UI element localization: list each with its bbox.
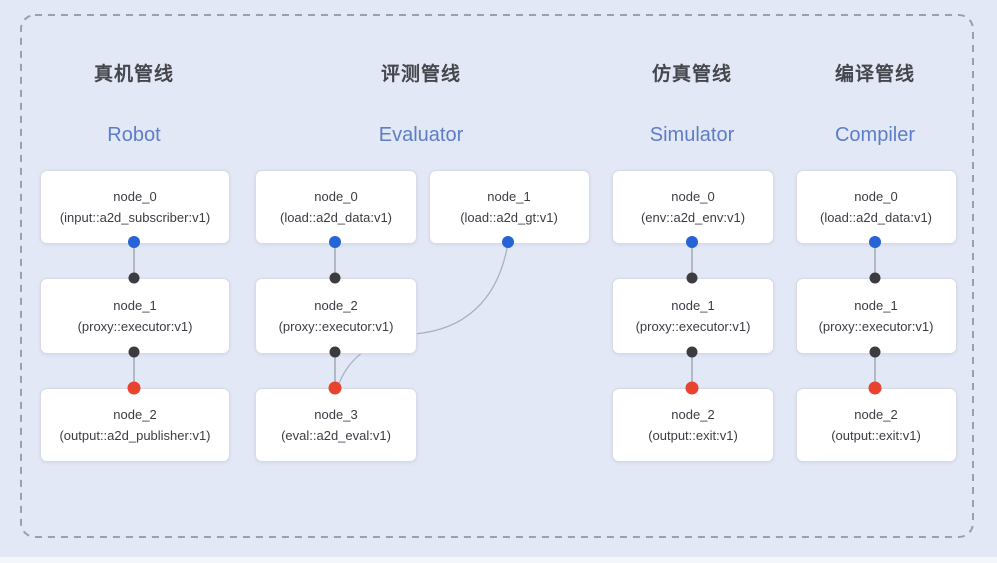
robot-node-1-box: node_1 (proxy::executor:v1): [40, 278, 230, 354]
source-output-dot: [128, 236, 140, 248]
evaluator-title-en: Evaluator: [378, 124, 464, 146]
compiler-node-0-box: node_0 (load::a2d_data:v1): [795, 170, 957, 244]
evaluator-header: 评测管线 Evaluator: [379, 62, 464, 148]
node-type-label: (proxy::executor:v1): [278, 319, 394, 334]
robot-title-zh: 真机管线: [93, 64, 175, 85]
compiler-title-en: Compiler: [834, 124, 916, 146]
robot-node-2-box: node_2 (output::a2d_publisher:v1): [40, 388, 230, 462]
diagram-dashed-border: [20, 14, 974, 538]
executor-port-dot: [329, 272, 341, 284]
executor-port-dot: [329, 346, 341, 358]
compiler-title-zh: 编译管线: [834, 64, 915, 85]
compiler-header: 编译管线 Compiler: [835, 62, 915, 148]
node-id-label: node_2: [854, 407, 898, 422]
executor-port-dot: [869, 272, 881, 284]
node-id-label: node_0: [671, 189, 715, 204]
final-input-dot: [868, 381, 882, 395]
node-id-label: node_0: [314, 189, 358, 204]
source-output-dot: [869, 236, 881, 248]
executor-port-dot: [128, 346, 140, 358]
node-type-label: (env::a2d_env:v1): [640, 210, 746, 225]
executor-port-dot: [686, 272, 698, 284]
source-output-dot: [502, 236, 514, 248]
node-type-label: (load::a2d_data:v1): [279, 210, 393, 225]
robot-node-0-box: node_0 (input::a2d_subscriber:v1): [40, 170, 230, 244]
node-type-label: (load::a2d_gt:v1): [460, 210, 558, 225]
final-input-dot: [685, 381, 699, 395]
simulator-header: 仿真管线 Simulator: [650, 62, 734, 148]
simulator-title-en: Simulator: [649, 124, 735, 146]
final-input-dot: [127, 381, 141, 395]
bottom-edge-strip: [0, 557, 997, 563]
evaluator-node-2-box: node_2 (proxy::executor:v1): [255, 278, 417, 354]
node-type-label: (proxy::executor:v1): [818, 319, 934, 334]
final-input-dot: [328, 381, 342, 395]
robot-header: 真机管线 Robot: [94, 62, 174, 148]
evaluator-node-0-box: node_0 (load::a2d_data:v1): [255, 170, 417, 244]
node-type-label: (load::a2d_data:v1): [819, 210, 933, 225]
node-id-label: node_1: [487, 189, 531, 204]
node-id-label: node_1: [671, 298, 715, 313]
executor-port-dot: [869, 346, 881, 358]
node-id-label: node_2: [113, 407, 157, 422]
node-type-label: (input::a2d_subscriber:v1): [59, 210, 211, 225]
executor-port-dot: [686, 346, 698, 358]
robot-title-en: Robot: [107, 124, 161, 146]
node-type-label: (eval::a2d_eval:v1): [281, 428, 391, 443]
evaluator-title-zh: 评测管线: [380, 64, 461, 85]
simulator-node-1-box: node_1 (proxy::executor:v1): [612, 278, 774, 354]
node-type-label: (proxy::executor:v1): [77, 319, 193, 334]
compiler-node-1-box: node_1 (proxy::executor:v1): [795, 278, 957, 354]
simulator-node-2-box: node_2 (output::exit:v1): [612, 388, 774, 462]
node-id-label: node_0: [113, 189, 157, 204]
node-type-label: (output::exit:v1): [648, 428, 738, 443]
compiler-node-2-box: node_2 (output::exit:v1): [795, 388, 957, 462]
simulator-node-0-box: node_0 (env::a2d_env:v1): [612, 170, 774, 244]
node-id-label: node_2: [314, 298, 358, 313]
simulator-title-zh: 仿真管线: [651, 64, 733, 85]
node-id-label: node_0: [854, 189, 898, 204]
evaluator-node-1-box: node_1 (load::a2d_gt:v1): [428, 170, 590, 244]
node-id-label: node_2: [671, 407, 715, 422]
node-id-label: node_1: [854, 298, 898, 313]
evaluator-node-3-box: node_3 (eval::a2d_eval:v1): [255, 388, 417, 462]
node-type-label: (proxy::executor:v1): [635, 319, 751, 334]
source-output-dot: [686, 236, 698, 248]
node-type-label: (output::exit:v1): [831, 428, 921, 443]
executor-port-dot: [128, 272, 140, 284]
node-id-label: node_3: [314, 407, 358, 422]
node-id-label: node_1: [113, 298, 157, 313]
source-output-dot: [329, 236, 341, 248]
node-type-label: (output::a2d_publisher:v1): [59, 428, 211, 443]
